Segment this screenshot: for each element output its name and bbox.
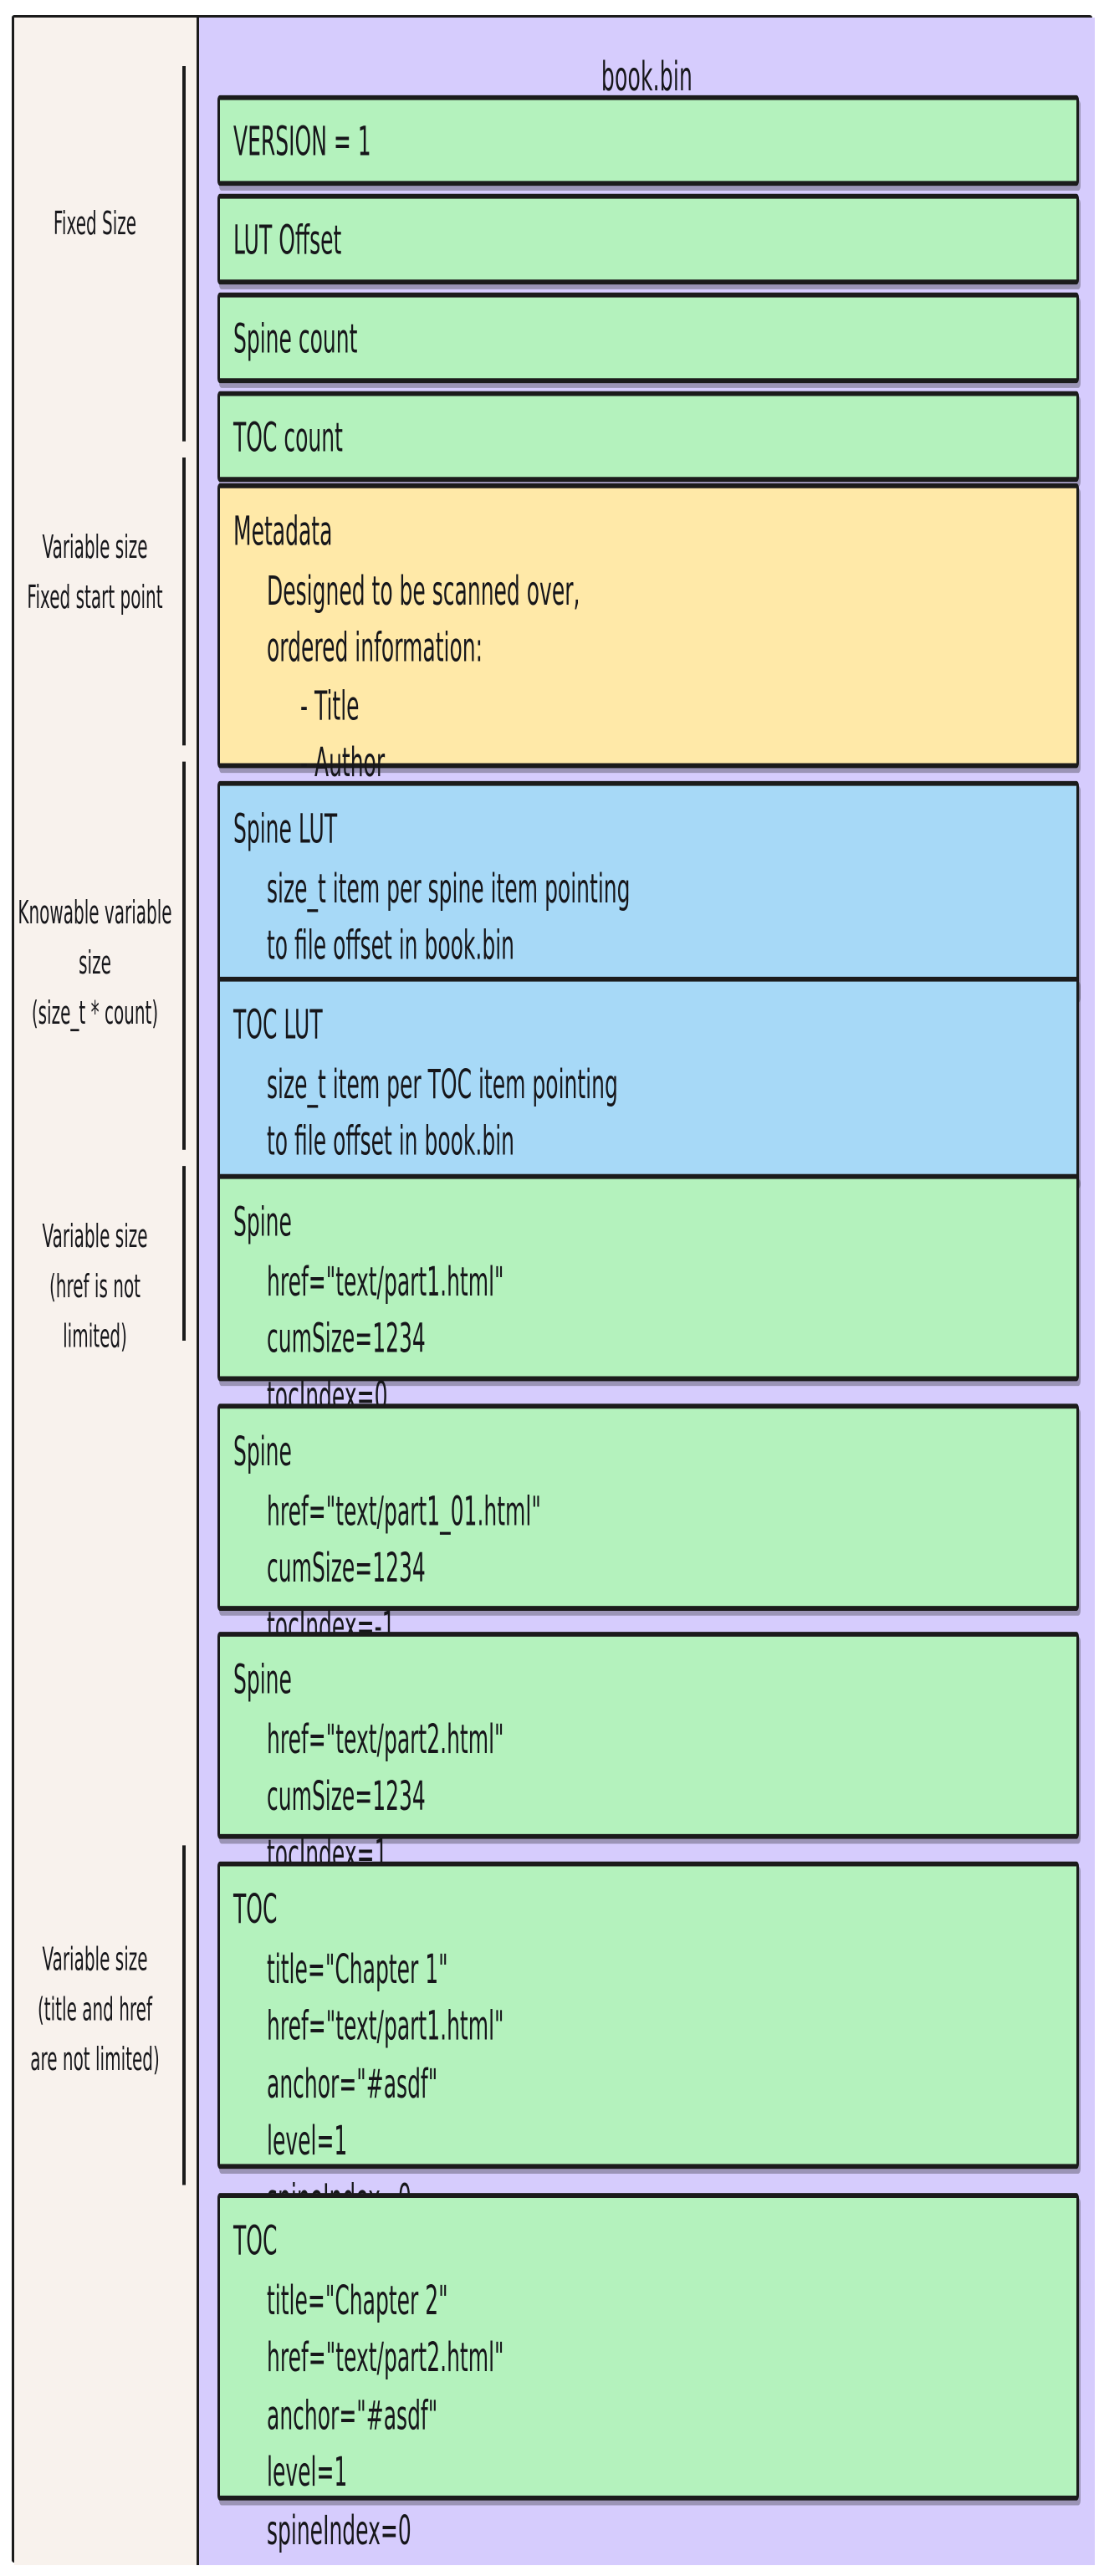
- record-metadata-line-1: ordered information:: [267, 624, 483, 672]
- record-spine-3-line-0: href="text/part2.html": [267, 1715, 504, 1762]
- record-spine-count-head: Spine count: [233, 314, 358, 362]
- record-toc-2-line-4: spineIndex=0: [267, 2506, 411, 2553]
- record-toc-lut-line-0: size_t item per TOC item pointing: [267, 1060, 618, 1107]
- bracket-variable-href: [182, 1166, 186, 1341]
- diagram-frame: Fixed Size Variable size Fixed start poi…: [12, 15, 1095, 2565]
- record-toc-1-head: TOC: [233, 1885, 278, 1933]
- record-spine-3-line-1: cumSize=1234: [267, 1772, 426, 1820]
- record-metadata-body: Designed to be scanned over, ordered inf…: [233, 562, 1065, 849]
- record-spine-1-body: href="text/part1.html" cumSize=1234 tocI…: [233, 1253, 1065, 1425]
- record-toc-count-head: TOC count: [233, 413, 343, 461]
- record-toc-1[interactable]: TOC title="Chapter 1" href="text/part1.h…: [217, 1861, 1079, 2221]
- record-toc-2-line-1: href="text/part2.html": [267, 2333, 504, 2381]
- record-spine-count[interactable]: Spine count: [217, 292, 1079, 384]
- record-spine-2-head: Spine: [233, 1428, 292, 1475]
- record-version-head: VERSION = 1: [233, 117, 371, 165]
- group-label-fixed-size: Fixed Size: [53, 203, 137, 243]
- record-toc-1-line-0: title="Chapter 1": [267, 1945, 448, 1992]
- bracket-knowable-variable: [182, 761, 186, 1150]
- annotation-column: Fixed Size Variable size Fixed start poi…: [14, 18, 197, 2565]
- record-spine-lut-line-1: to file offset in book.bin: [267, 922, 515, 969]
- record-toc-lut-body: size_t item per TOC item pointing to fil…: [233, 1055, 1065, 1170]
- record-spine-2-line-0: href="text/part1_01.html": [267, 1487, 541, 1535]
- record-toc-lut-head: TOC LUT: [233, 1000, 323, 1048]
- record-toc-lut[interactable]: TOC LUT size_t item per TOC item pointin…: [217, 976, 1079, 1184]
- record-metadata-head: Metadata: [233, 507, 333, 555]
- record-lut-offset[interactable]: LUT Offset: [217, 193, 1079, 285]
- record-spine-lut[interactable]: Spine LUT size_t item per spine item poi…: [217, 780, 1079, 998]
- record-spine-2-line-1: cumSize=1234: [267, 1544, 426, 1592]
- record-metadata[interactable]: Metadata Designed to be scanned over, or…: [217, 483, 1079, 843]
- record-lut-offset-head: LUT Offset: [233, 216, 342, 263]
- record-toc-2-line-0: title="Chapter 2": [267, 2276, 448, 2323]
- record-metadata-subline-0: - Title: [300, 681, 360, 728]
- record-spine-1-line-0: href="text/part1.html": [267, 1257, 504, 1305]
- record-toc-1-line-2: anchor="#asdf": [267, 2059, 438, 2107]
- group-label-variable-href: Variable size (href is not limited): [42, 1216, 148, 1356]
- record-spine-2[interactable]: Spine href="text/part1_01.html" cumSize=…: [217, 1403, 1079, 1648]
- record-toc-1-line-3: level=1: [267, 2117, 348, 2165]
- record-spine-1-line-1: cumSize=1234: [267, 1315, 426, 1362]
- record-spine-1[interactable]: Spine href="text/part1.html" cumSize=123…: [217, 1173, 1079, 1419]
- record-spine-lut-head: Spine LUT: [233, 805, 338, 852]
- record-spine-2-body: href="text/part1_01.html" cumSize=1234 t…: [233, 1482, 1065, 1654]
- bracket-variable-title-href: [182, 1845, 186, 2185]
- record-metadata-line-0: Designed to be scanned over,: [267, 566, 580, 614]
- record-spine-3[interactable]: Spine href="text/part2.html" cumSize=123…: [217, 1632, 1079, 1877]
- record-toc-2-line-2: anchor="#asdf": [267, 2391, 438, 2439]
- group-label-variable-fixed-start: Variable size Fixed start point: [27, 527, 163, 616]
- record-toc-2[interactable]: TOC title="Chapter 2" href="text/part2.h…: [217, 2193, 1079, 2553]
- record-toc-2-body: title="Chapter 2" href="text/part2.html"…: [233, 2272, 1065, 2558]
- record-toc-lut-line-1: to file offset in book.bin: [267, 1117, 515, 1165]
- record-spine-lut-line-0: size_t item per spine item pointing: [267, 864, 631, 912]
- record-spine-3-body: href="text/part2.html" cumSize=1234 tocI…: [233, 1710, 1065, 1883]
- record-spine-1-head: Spine: [233, 1198, 292, 1245]
- bracket-variable-fixed-start: [182, 457, 186, 746]
- group-label-variable-title-href: Variable size (title and href are not li…: [30, 1939, 160, 2078]
- file-panel: book.bin VERSION = 1 LUT Offset Spine co…: [197, 18, 1095, 2565]
- bracket-fixed-size: [182, 66, 186, 442]
- record-toc-1-body: title="Chapter 1" href="text/part1.html"…: [233, 1940, 1065, 2227]
- record-toc-2-line-3: level=1: [267, 2448, 348, 2496]
- record-toc-2-head: TOC: [233, 2217, 278, 2265]
- record-toc-1-line-1: href="text/part1.html": [267, 2001, 504, 2050]
- record-metadata-subline-1: - Author: [300, 739, 386, 786]
- file-title: book.bin: [601, 53, 693, 100]
- record-spine-lut-body: size_t item per spine item pointing to f…: [233, 860, 1065, 974]
- record-spine-3-head: Spine: [233, 1656, 292, 1704]
- record-toc-count[interactable]: TOC count: [217, 391, 1079, 483]
- group-label-knowable-variable: Knowable variable size (size_t * count): [18, 892, 172, 1032]
- record-version[interactable]: VERSION = 1: [217, 95, 1079, 187]
